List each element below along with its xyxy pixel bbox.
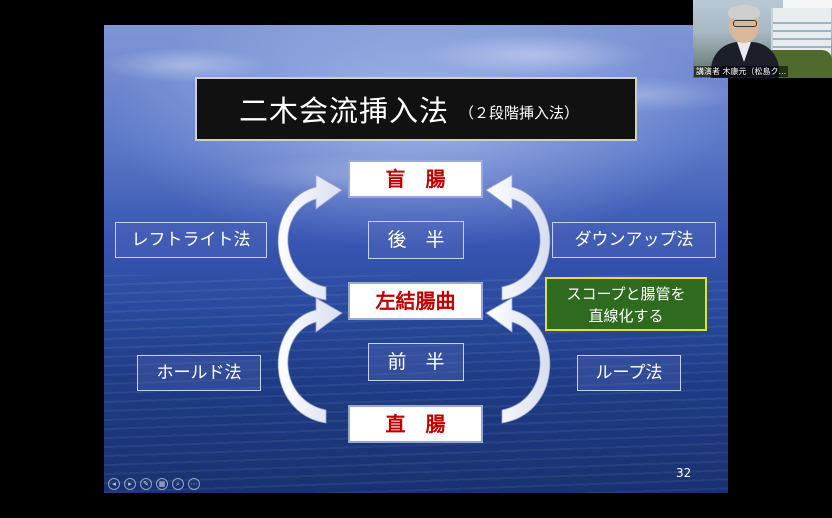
organ-cecum: 盲 腸 (348, 160, 483, 198)
organ-left-colic-flexure: 左結腸曲 (348, 282, 483, 320)
phase-latter-half: 後 半 (368, 221, 464, 259)
slide-title: 二木会流挿入法 (239, 94, 450, 128)
arrow-upper-left (277, 174, 343, 301)
grid-icon[interactable]: ▦ (156, 478, 168, 490)
organ-rectum: 直 腸 (348, 405, 483, 443)
arrow-lower-right (485, 297, 551, 424)
prev-icon[interactable]: ◂ (108, 478, 120, 490)
glasses-icon (733, 20, 757, 27)
more-icon[interactable]: ⋯ (188, 478, 200, 490)
arrow-upper-right (485, 174, 551, 301)
note-line-2: 直線化する (588, 307, 664, 325)
pen-icon[interactable]: ✎ (140, 478, 152, 490)
slide-page-number: 32 (676, 466, 692, 480)
method-hold: ホールド法 (137, 355, 261, 391)
note-line-1: スコープと腸管を (566, 285, 686, 303)
phase-first-half: 前 半 (368, 343, 464, 381)
note-box: スコープと腸管を 直線化する (545, 277, 707, 331)
method-down-up: ダウンアップ法 (552, 222, 716, 258)
method-left-right: レフトライト法 (115, 222, 267, 258)
logo-banner (783, 0, 832, 8)
presentation-slide: 二木会流挿入法 （２段階挿入法） 盲 腸 左結腸曲 直 腸 後 半 前 半 レフ… (104, 25, 728, 493)
arrow-lower-left (277, 297, 343, 424)
presenter-name-label: 講演者 木康元（松島ク... (694, 66, 789, 77)
cycle-arrows (277, 174, 551, 424)
presenter-video-thumbnail[interactable]: 講演者 木康元（松島ク... (693, 0, 832, 78)
next-icon[interactable]: ▸ (124, 478, 136, 490)
zoom-icon[interactable]: ⌕ (172, 478, 184, 490)
method-loop: ループ法 (577, 355, 681, 391)
presenter-hair (728, 5, 760, 19)
slide-title-box: 二木会流挿入法 （２段階挿入法） (195, 77, 637, 141)
slide-subtitle: （２段階挿入法） (459, 103, 580, 122)
